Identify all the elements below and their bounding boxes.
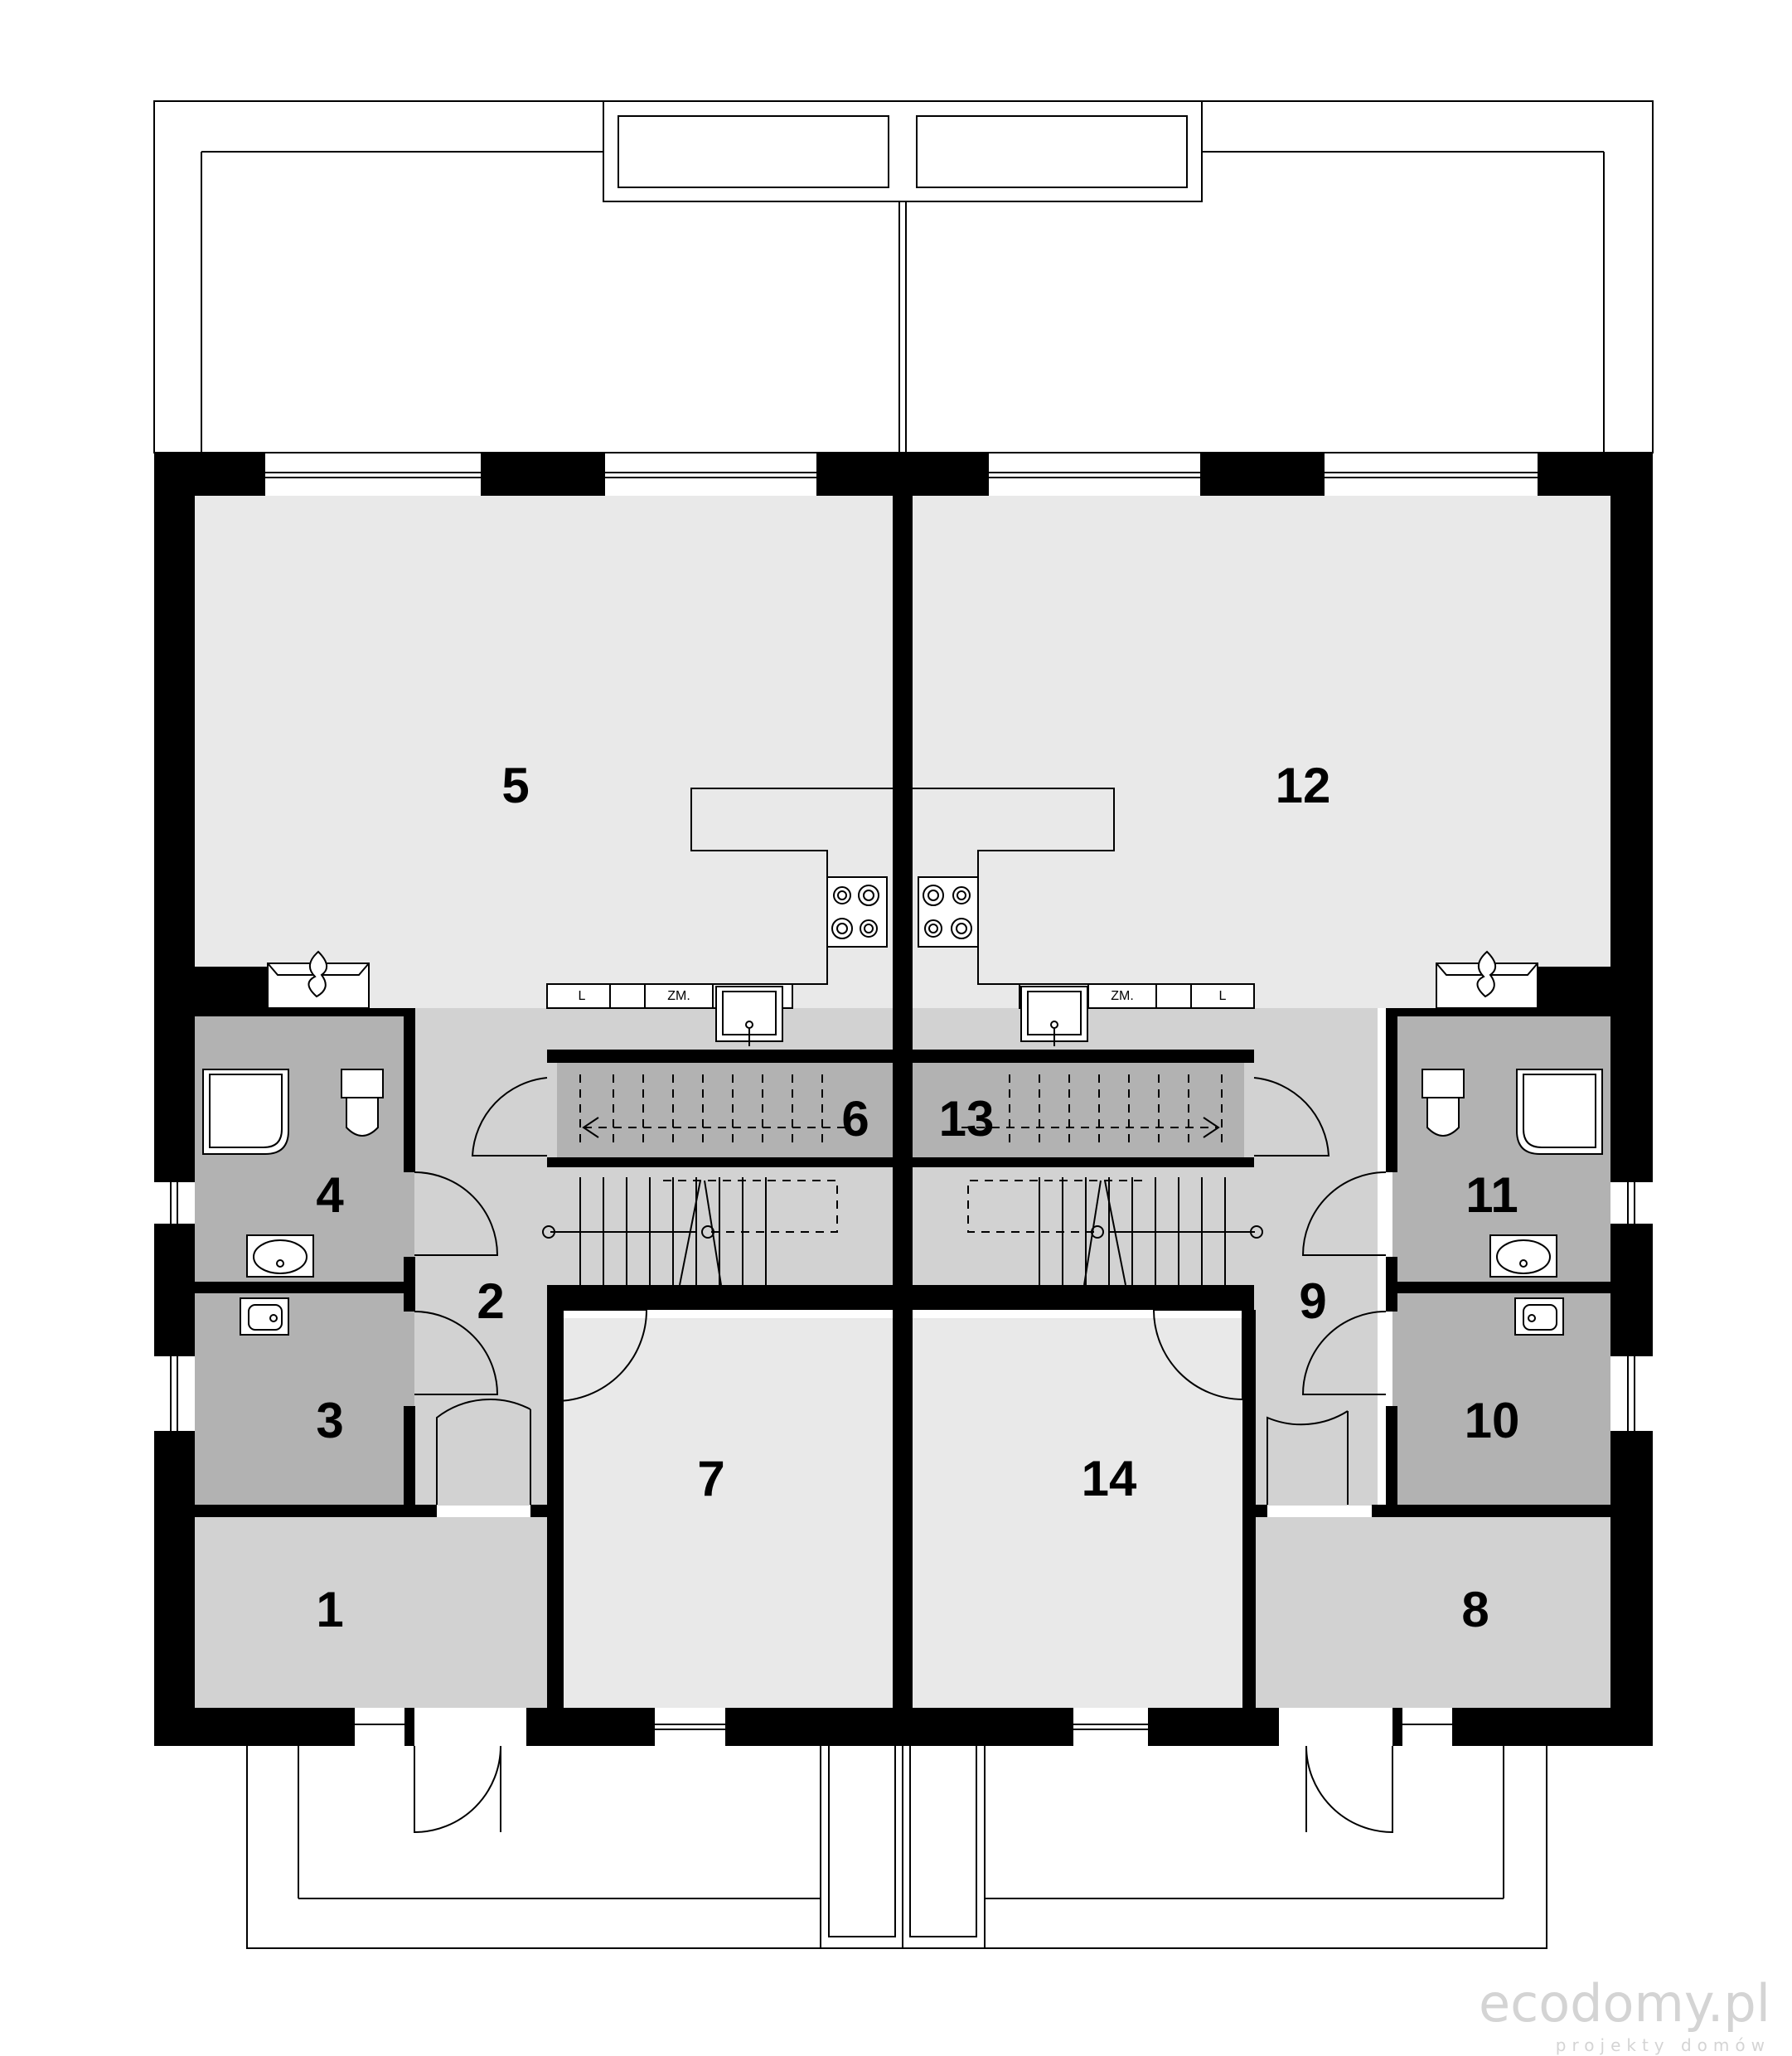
cabinet-label: ZM. [1111,989,1134,1003]
bath-fixtures-right [1421,1069,1603,1336]
room-1-fill [195,1517,547,1708]
room-label: 3 [316,1393,343,1448]
bath-fixtures-left [202,1069,384,1336]
room-labels: 1 2 3 4 5 6 7 8 9 10 11 12 13 14 [316,758,1519,1637]
cabinet-label: L [579,989,586,1003]
windows [170,472,1635,1730]
room-label: 4 [316,1167,344,1223]
room-5-fill [195,496,893,1008]
room-7-fill [564,1318,893,1708]
cabinet-label: L [1219,989,1227,1003]
cabinet-label: ZM. [667,989,690,1003]
terrace-top [153,100,1654,453]
fireplace-left [267,950,370,1009]
room-label: 9 [1299,1273,1326,1329]
kitchen-right [913,788,1255,1046]
room-label: 8 [1461,1582,1489,1637]
room-label: 12 [1276,758,1331,813]
watermark-logo: ecodomy.pl projekty domów [1479,1973,1770,2055]
room-12-fill [913,496,1610,1008]
room-label: 10 [1465,1393,1520,1448]
room-label: 14 [1082,1451,1137,1506]
watermark-main: ecodomy.pl [1479,1973,1770,2034]
room-label: 13 [939,1091,995,1147]
room-label: 1 [316,1582,343,1637]
room-label: 6 [841,1091,869,1147]
room-8-fill [1256,1517,1610,1708]
room-label: 5 [501,758,529,813]
walls [154,453,1653,1746]
fireplace-right [1436,950,1538,1009]
room-10-fill [1392,1293,1610,1505]
room-14-fill [913,1318,1242,1708]
watermark-sub: projekty domów [1556,2035,1770,2055]
doors [414,1077,1393,1834]
room-label: 2 [477,1273,504,1329]
stairs [542,1074,1263,1286]
room-label: 11 [1465,1167,1518,1223]
kitchen-labels: L ZM. ZM. L [579,989,1227,1003]
room-label: 7 [697,1451,724,1506]
room-3-fill [195,1293,414,1505]
room-9-fill [1245,1008,1378,1506]
kitchen-left [546,788,893,1046]
